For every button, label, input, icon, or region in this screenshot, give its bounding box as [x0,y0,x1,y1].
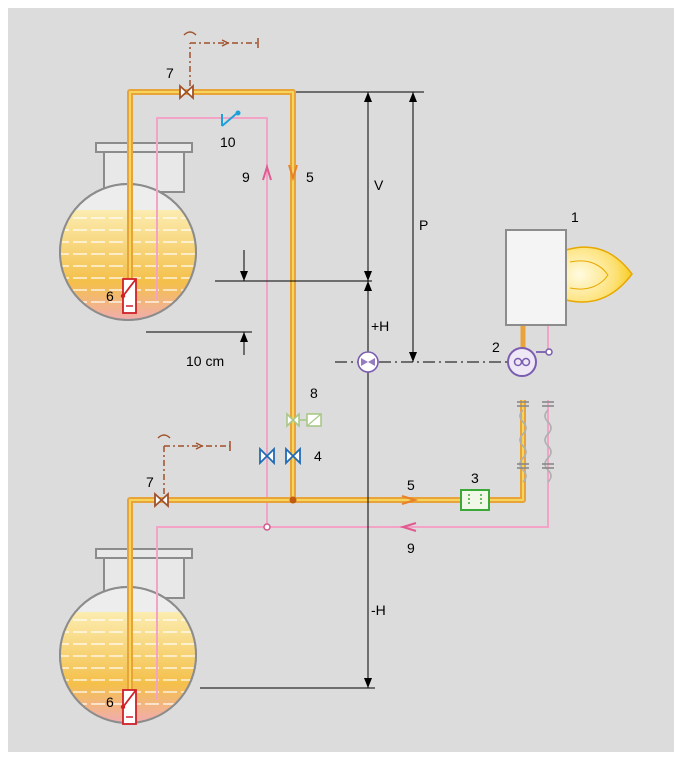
fill-valve-upper [179,31,259,101]
label-supply-upper: 5 [306,169,314,185]
suction-valve-lower [120,689,137,725]
return-junction [263,523,271,531]
label-suction-upper: 6 [106,288,114,304]
supply-arrow-upper [288,164,298,182]
supply-junction [289,496,297,504]
oil-filter [460,489,490,511]
label-return-lower: 9 [407,540,415,556]
fill-valve-lower [154,434,231,509]
label-supply-lower: 5 [407,477,415,493]
dimension-arrowheads [240,92,417,688]
dim-label-v: V [374,177,384,193]
label-shutoff-valve: 4 [314,448,322,464]
dim-label-clearance: 10 cm [186,353,224,369]
return-arrow-lower [399,522,417,532]
pump-level-marker [357,351,379,373]
label-pump: 2 [492,339,500,355]
label-solenoid-valve: 8 [310,385,318,401]
label-fill-valve-lower: 7 [146,474,154,490]
burner [505,229,633,326]
label-fill-valve-upper: 7 [166,65,174,81]
dim-label-p: P [419,217,428,233]
oil-pump [507,347,553,377]
return-line-upper [156,117,268,527]
dim-label-minus-h: -H [371,602,386,618]
supply-arrow-lower [401,495,419,505]
label-suction-lower: 6 [106,694,114,710]
label-return-upper: 9 [242,169,250,185]
label-check-valve: 10 [220,134,236,150]
solenoid-valve [286,412,322,428]
suction-valve-upper [120,278,137,314]
label-burner: 1 [571,209,579,225]
burner-housing [505,229,567,326]
label-filter: 3 [471,470,479,486]
flex-hoses [517,401,554,483]
check-valve [221,110,241,127]
dim-label-plus-h: +H [371,318,389,334]
shutoff-valve-return [259,446,275,466]
return-arrow-upper [262,163,272,181]
shutoff-valve-supply [285,446,301,466]
supply-lines [127,89,526,700]
